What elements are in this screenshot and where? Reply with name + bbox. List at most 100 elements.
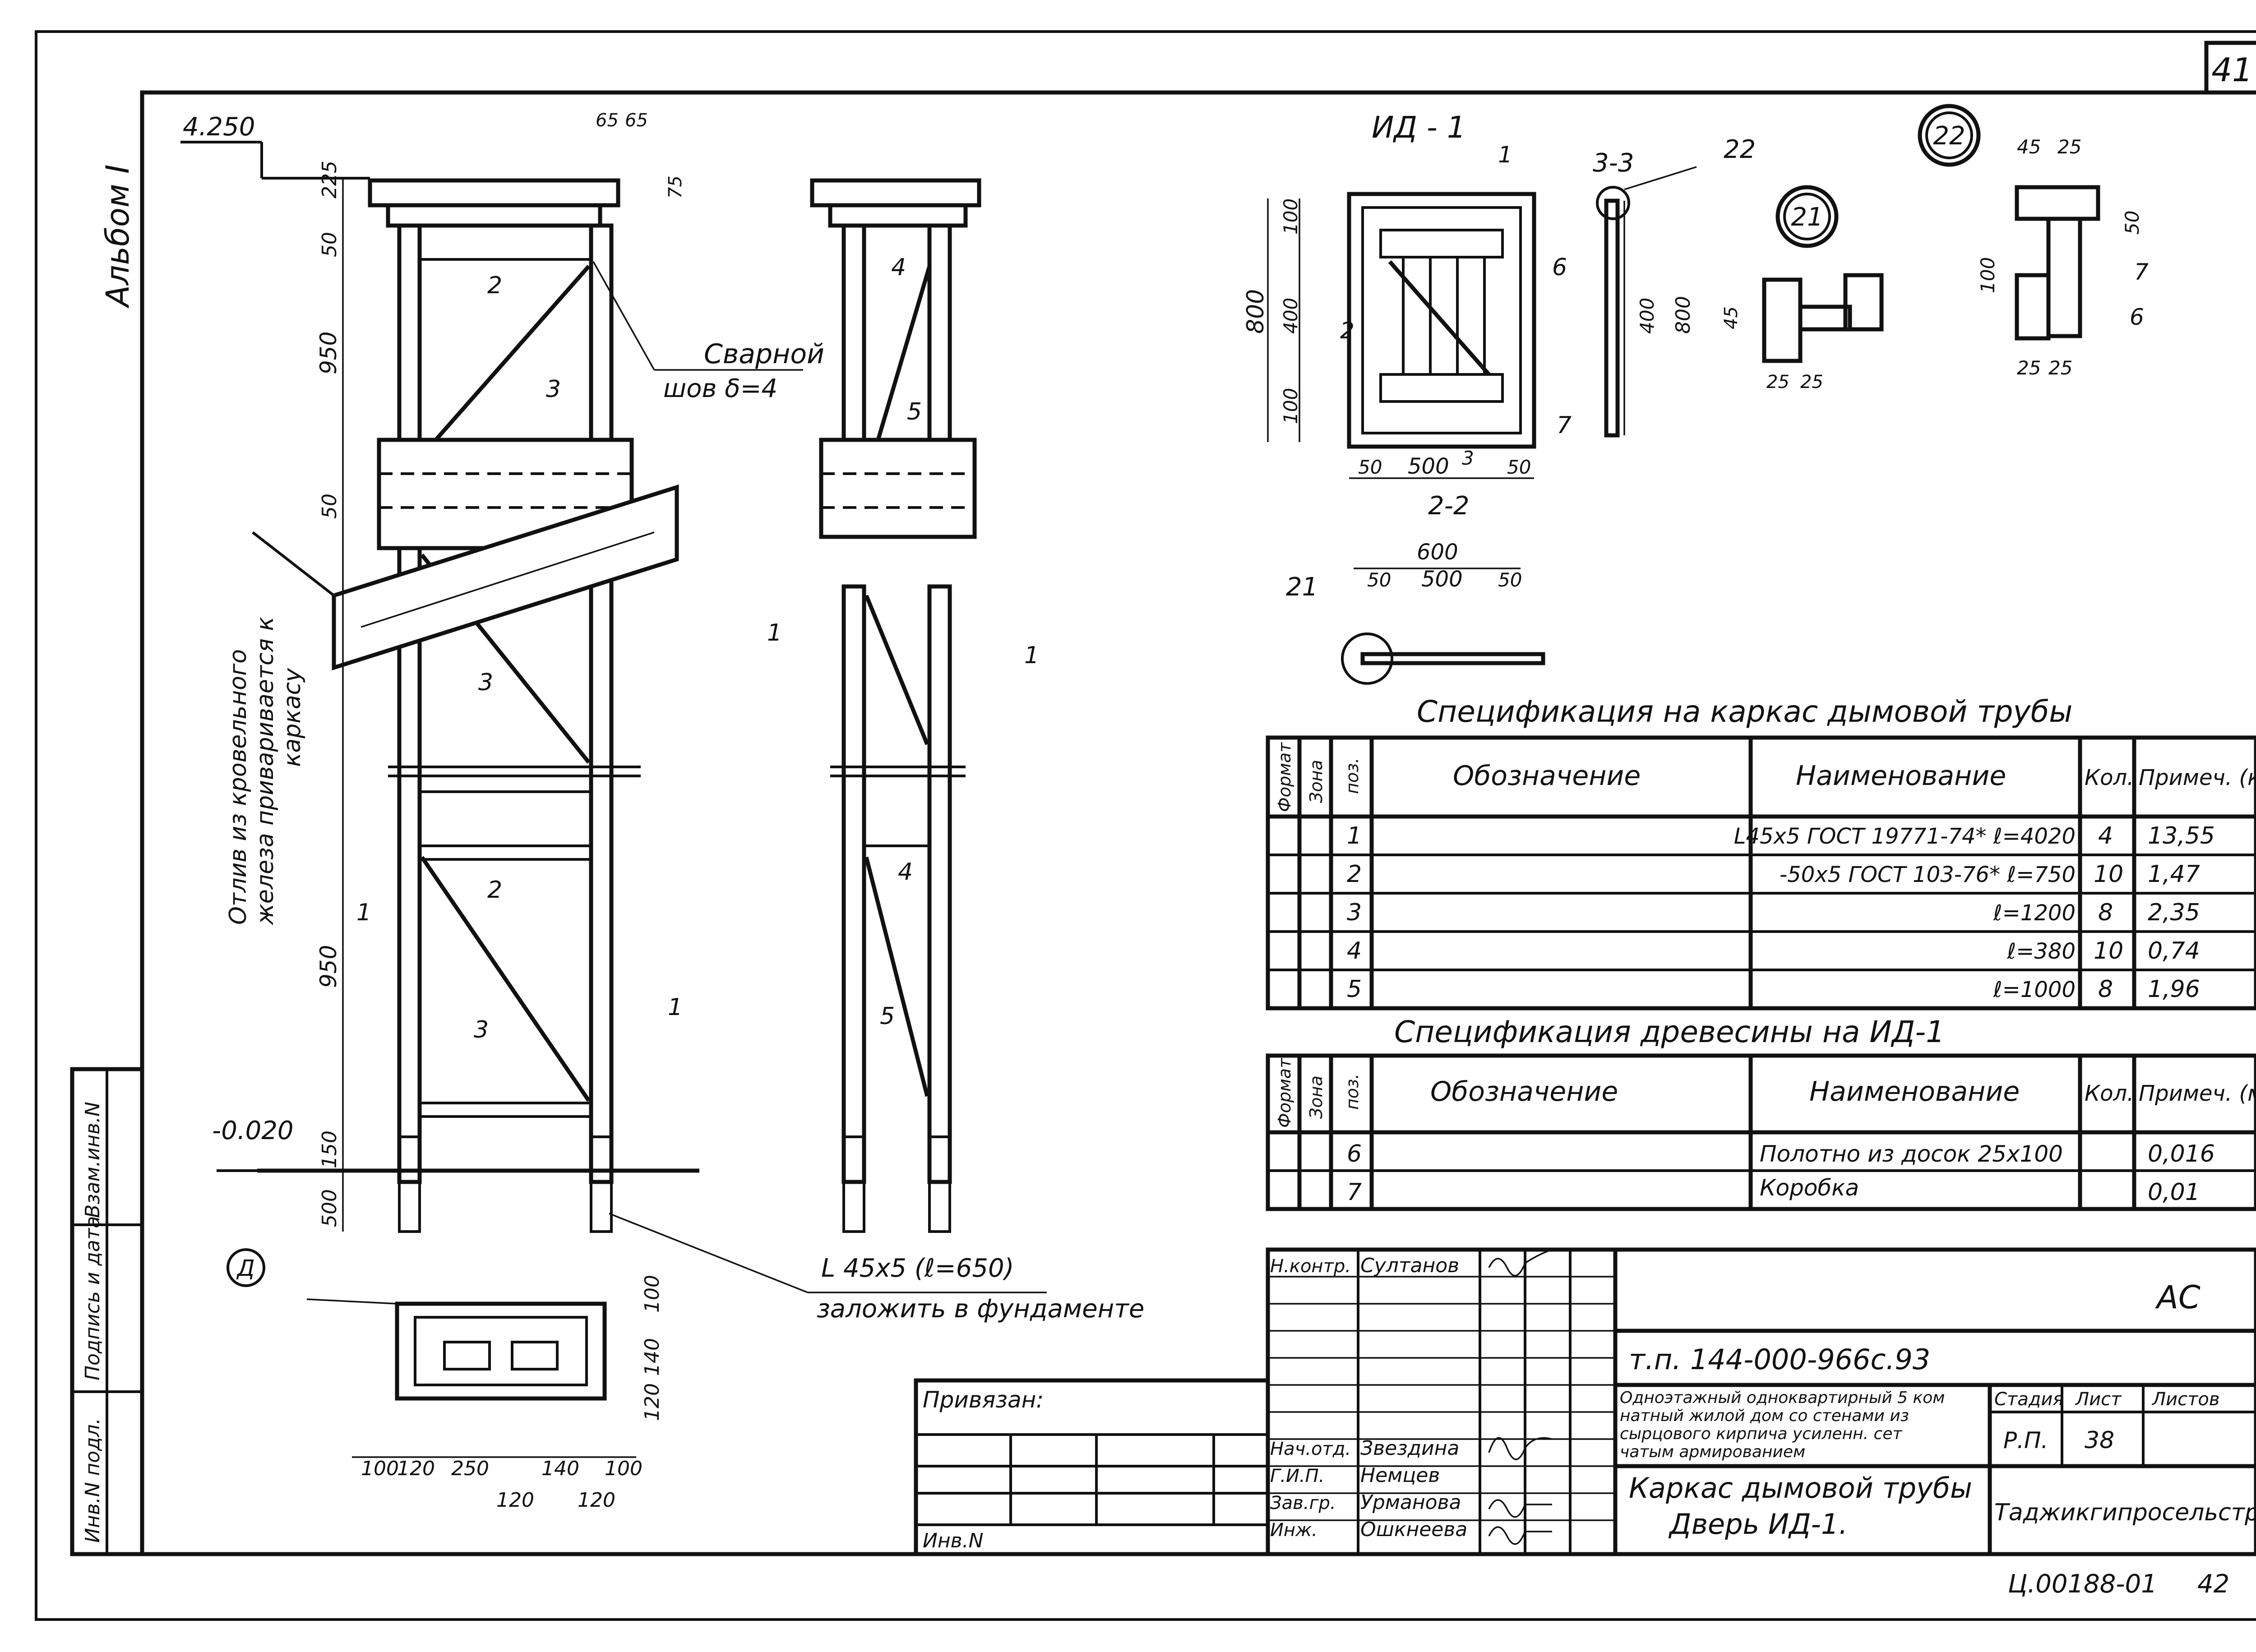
sheet-code: АС (2155, 1279, 2201, 1316)
person-1-name: Султанов (1360, 1254, 1459, 1277)
door-dim-100b: 100 (1280, 388, 1302, 424)
door-dim-800: 800 (1242, 289, 1269, 334)
plan-dim-right-120: 120 (641, 1383, 664, 1421)
description-1: Одноэтажный одноквартирный 5 ком (1620, 1389, 1945, 1407)
spec-frame-r1-note: 13,55 (2148, 822, 2215, 849)
spec-frame-r5-qty: 8 (2098, 976, 2113, 1003)
dim-top-65b: 65 (625, 110, 648, 131)
signature-1 (1488, 1249, 1553, 1277)
person-3-name: Немцев (1360, 1464, 1440, 1487)
door-33-dim-800: 800 (1672, 296, 1695, 334)
plan-dim-right-140: 140 (641, 1338, 664, 1376)
signature-4 (1488, 1526, 1552, 1545)
project-number: т.п. 144-000-966с.93 (1629, 1343, 1930, 1376)
spec-frame-r4-pos: 4 (1347, 937, 1362, 964)
plan-detail: Д 100 120 250 140 100 120 120 100 140 12… (227, 1248, 664, 1512)
spec-frame-r1-name: L45x5 ГОСТ 19771-74* ℓ=4020 (1734, 824, 2076, 849)
spec-frame-h-note: Примеч. (кг) (2139, 765, 2256, 790)
pos-2b: 2 (487, 877, 502, 904)
door-22-dim-50a: 50 (1367, 569, 1391, 591)
spec-wood-h-designation: Обозначение (1430, 1076, 1618, 1107)
plan-dim-250: 250 (451, 1457, 489, 1480)
door-section-22: 2-2 (1428, 491, 1469, 521)
door-section-11: 1 (1498, 142, 1512, 168)
detail-21-marker: 21 (1791, 203, 1823, 232)
spec-frame-table: Спецификация на каркас дымовой трубы Фор… (1266, 694, 2256, 1011)
spec-frame-h-designation: Обозначение (1453, 760, 1641, 792)
level-bottom: -0.020 (212, 1116, 294, 1145)
person-2-name: Звездина (1360, 1437, 1459, 1460)
side-stamp: Инв.N подл. Подпись и дата Взам.инв.N (70, 1067, 144, 1556)
det22-dim-45: 45 (2017, 136, 2041, 158)
person-4-name: Урманова (1360, 1491, 1461, 1514)
spec-wood-h-pos: поз. (1342, 1074, 1362, 1110)
pos-1a: 1 (356, 899, 371, 926)
spec-wood-title: Спецификация древесины на ИД-1 (1394, 1015, 1945, 1049)
door-title: ИД - 1 (1372, 110, 1466, 145)
foundation-note-2: заложить в фундаменте (817, 1294, 1144, 1324)
door-pos-6: 6 (1552, 254, 1567, 281)
pos-1b: 1 (668, 994, 683, 1021)
spec-frame-r2-pos: 2 (1347, 861, 1362, 888)
description-2: натный жилой дом со стенами из (1620, 1407, 1909, 1425)
spec-frame-r3-note: 2,35 (2148, 899, 2200, 926)
spec-frame-r5-note: 1,96 (2148, 976, 2200, 1003)
foundation-note-1: L 45x5 (ℓ=650) (821, 1254, 1014, 1283)
page-number-box (2204, 41, 2256, 95)
plan-dim-100a: 100 (361, 1457, 399, 1480)
det22-dim-100: 100 (1977, 257, 1999, 293)
door-section-33: 3-3 (1593, 148, 1634, 178)
side-pos-4a: 4 (891, 254, 906, 281)
spec-frame-r3-qty: 8 (2098, 899, 2113, 926)
person-3-role: Г.И.П. (1270, 1466, 1324, 1486)
spec-frame-r2-qty: 10 (2094, 861, 2123, 888)
spec-frame-r4-name: ℓ=380 (2006, 939, 2076, 964)
bottom-page: 42 (2197, 1569, 2229, 1599)
dim-left-225: 225 (318, 161, 341, 198)
pos-3b: 3 (478, 669, 493, 696)
det22-dim-50: 50 (2121, 211, 2143, 235)
plan-dim-120a: 120 (397, 1457, 435, 1480)
det22-dim-25a: 25 (2057, 136, 2081, 158)
person-4-role: Зав.гр. (1270, 1493, 1336, 1514)
side-pos-1b: 1 (1024, 642, 1039, 669)
pos-3c: 3 (474, 1016, 489, 1043)
stage-header: Стадия (1994, 1389, 2063, 1410)
spec-frame-title: Спецификация на каркас дымовой трубы (1417, 694, 2072, 729)
privyazan-label: Привязан: (923, 1387, 1044, 1413)
spec-wood-r2-note: 0,01 (2148, 1179, 2200, 1206)
outer-border (35, 30, 2256, 1621)
plan-dim-100b: 100 (605, 1457, 643, 1480)
door-dim-100a: 100 (1280, 198, 1302, 235)
signature-3 (1488, 1499, 1552, 1518)
door-section-2: 2 (1340, 318, 1355, 344)
spec-wood-r2-pos: 7 (1347, 1179, 1362, 1206)
level-top: 4.250 (183, 112, 255, 142)
plan-marker: Д (236, 1255, 254, 1281)
spec-wood-r1-note: 0,016 (2148, 1140, 2215, 1167)
page-number: 41 (2211, 51, 2253, 89)
door-dim-50b: 50 (1507, 456, 1531, 478)
det21-dim-45: 45 (1721, 306, 1742, 329)
sheet-value: 38 (2085, 1427, 2114, 1454)
album-label: Альбом I (99, 164, 136, 309)
plan-dim-right-100: 100 (641, 1275, 664, 1313)
door-callout-21-label: 21 (1286, 572, 1318, 602)
plan-dim-120c: 120 (578, 1489, 615, 1512)
door-33-dim-400: 400 (1636, 298, 1658, 334)
spec-frame-r4-qty: 10 (2094, 937, 2123, 964)
spec-frame-r5-name: ℓ=1000 (1993, 977, 2076, 1002)
plan-dim-120b: 120 (496, 1489, 534, 1512)
door-22-dim-500: 500 (1421, 567, 1463, 592)
det21-dim-25b: 25 (1800, 372, 1823, 392)
det22-pos-7: 7 (2134, 259, 2149, 285)
person-5-name: Ошкнеева (1360, 1518, 1467, 1541)
door-dim-400: 400 (1280, 298, 1302, 334)
drawing-title-1: Каркас дымовой трубы (1629, 1472, 1972, 1504)
side-elevation: 4 5 1 1 4 5 (767, 178, 1039, 1233)
side-pos-4b: 4 (898, 858, 913, 886)
spec-frame-r1-qty: 4 (2098, 822, 2113, 849)
dim-left-950a: 950 (315, 332, 342, 374)
frame-elevation: 4.250 -0.020 225 50 950 50 950 150 500 6… (180, 110, 1144, 1324)
